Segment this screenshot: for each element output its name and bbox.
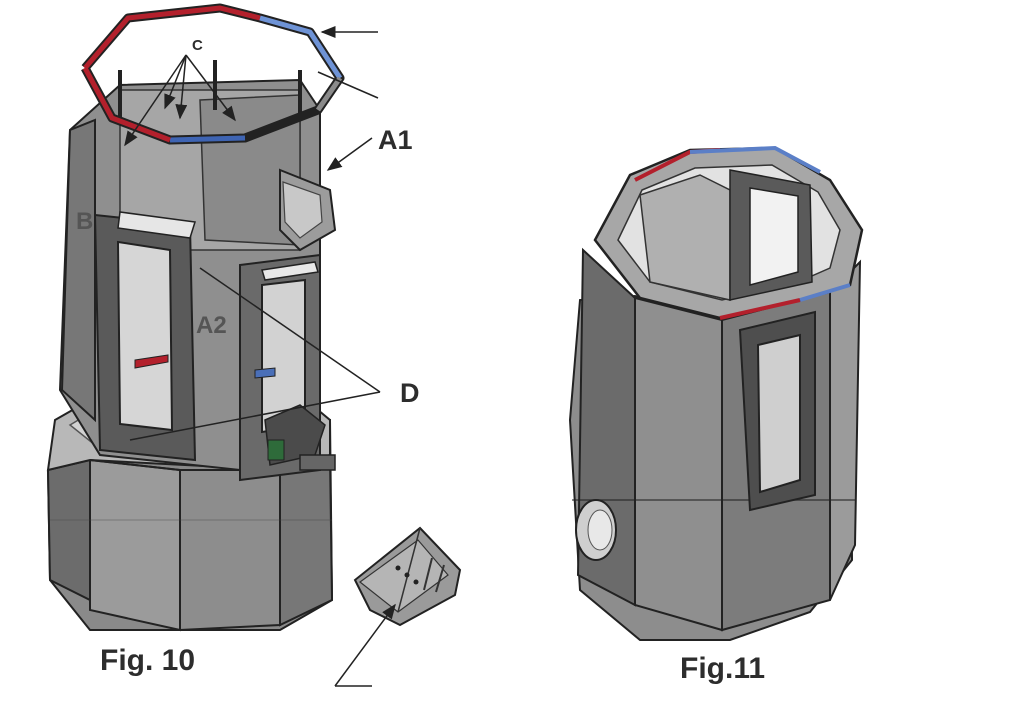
label-c: C [192,37,203,54]
leader-c-3 [175,54,188,120]
fig10-caption: Fig. 10 [100,644,196,677]
label-a1: A1 [378,125,413,155]
label-a2: A2 [196,312,227,339]
fig10-top-ring [81,3,345,145]
leader-a1 [326,137,373,171]
fig11-assembly [568,145,864,641]
label-b: B [76,208,94,235]
leader-bracket [334,603,396,687]
fig10-upper-section [58,60,337,482]
leader-c-4 [185,54,236,122]
fig11-caption: Fig.11 [680,652,766,685]
label-d: D [400,378,420,408]
leader-c-2 [164,54,187,110]
fig10-assembly [46,3,381,632]
leader-d-1 [199,267,381,393]
leader-c-1 [124,54,187,147]
bracket-part [334,526,462,687]
leader-d-2 [129,391,381,441]
leader-ring-side [317,71,379,99]
